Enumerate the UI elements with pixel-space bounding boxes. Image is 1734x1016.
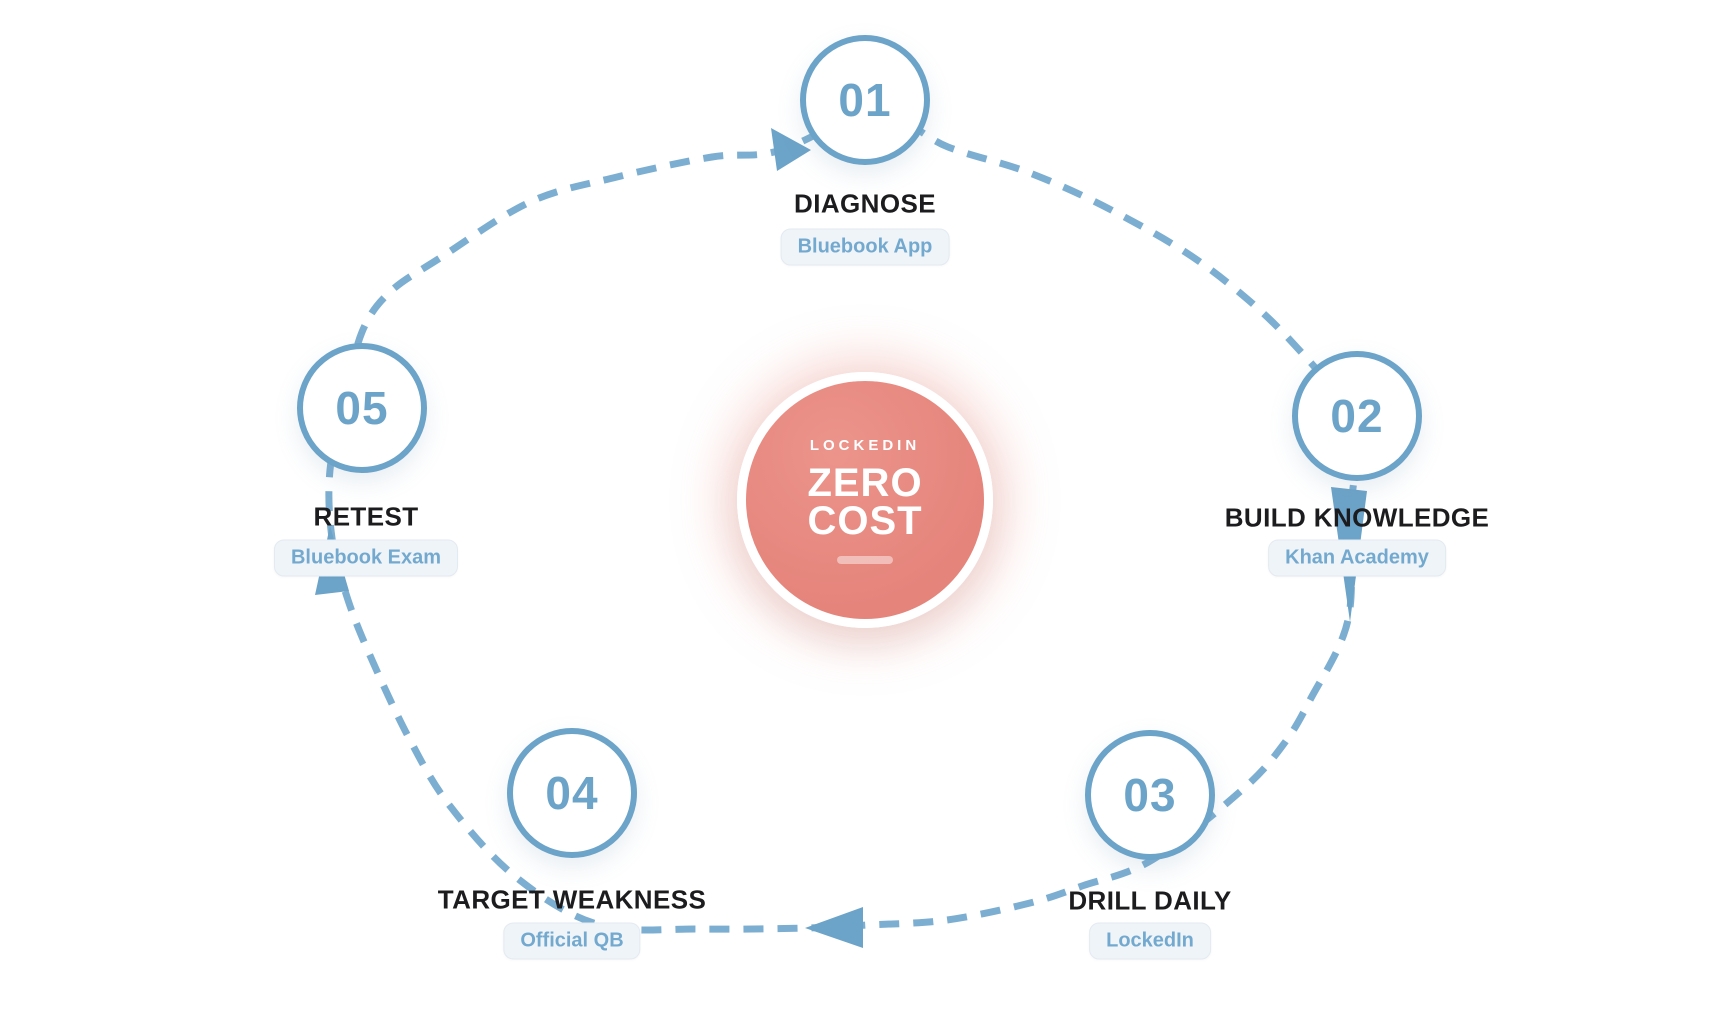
step3-label: DRILL DAILY [1068,885,1232,916]
step5-circle: 05 [297,343,427,473]
center-title-line1: ZERO [807,460,923,505]
step2-circle: 02 [1292,351,1422,481]
step2-label: BUILD KNOWLEDGE [1224,502,1490,533]
arrow-step3-to-step4-icon [805,907,863,948]
step4-tool-badge: Official QB [503,922,641,960]
center-circle: LOCKEDIN ZERO COST [737,372,993,628]
step5-number: 05 [335,382,389,434]
arrow-into-step1-icon [771,128,811,171]
step5-label: RETEST [313,501,419,532]
step3-circle: 03 [1085,730,1215,860]
step1-circle: 01 [800,35,930,165]
step3-tool-badge: LockedIn [1089,922,1211,960]
step4-circle: 04 [507,728,637,858]
step3-number: 03 [1123,769,1177,821]
step1-tool-badge: Bluebook App [780,228,950,266]
step5-tool-badge: Bluebook Exam [273,539,459,577]
step1-label: DIAGNOSE [794,188,936,219]
center-divider [837,555,893,564]
step2-number: 02 [1330,390,1384,442]
center-brand: LOCKEDIN [809,436,921,454]
center-title-line2: COST [807,498,923,543]
step1-number: 01 [838,74,892,126]
step4-label: TARGET WEAKNESS [437,884,707,915]
step4-number: 04 [545,767,599,819]
step2-tool-badge: Khan Academy [1268,539,1446,577]
